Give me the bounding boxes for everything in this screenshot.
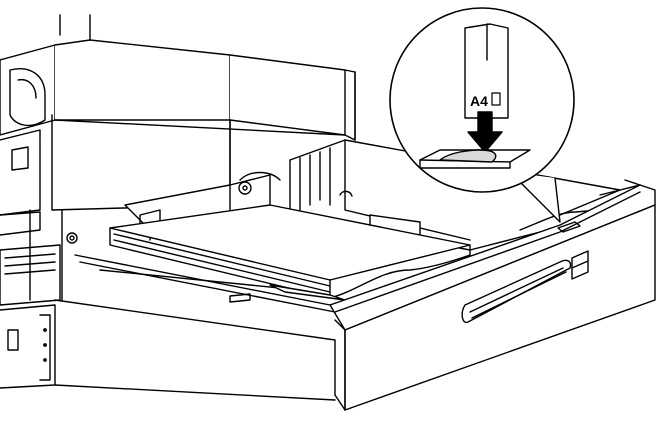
tray-handle[interactable] bbox=[461, 259, 572, 324]
orientation-icon bbox=[491, 92, 501, 106]
paper-stack bbox=[109, 204, 471, 299]
callout-magnifier: A4 bbox=[389, 7, 575, 223]
paper-size-card: A4 bbox=[464, 23, 509, 119]
size-label: A4 bbox=[470, 93, 488, 109]
size-selector-tab[interactable] bbox=[439, 149, 497, 163]
down-arrow-icon bbox=[467, 111, 503, 153]
tray-front bbox=[329, 179, 656, 411]
